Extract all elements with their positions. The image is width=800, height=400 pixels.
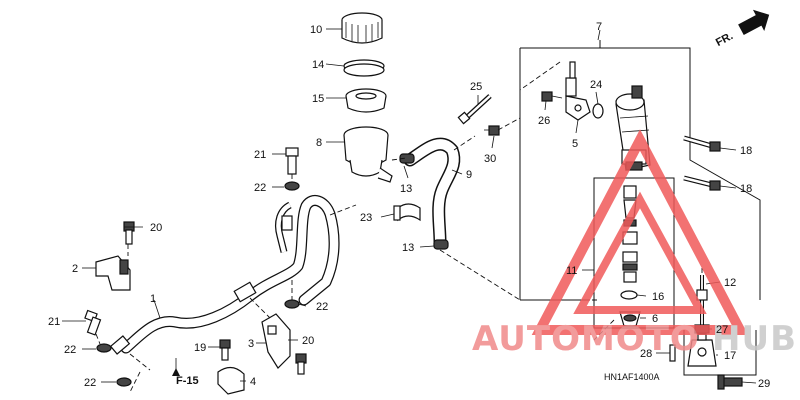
sealing-washers bbox=[96, 181, 300, 387]
callout-17: 17 bbox=[724, 350, 736, 362]
callout-27: 27 bbox=[716, 324, 728, 336]
callout-11: 11 bbox=[566, 265, 577, 277]
section-ref-arrow bbox=[172, 368, 180, 376]
callout-14: 14 bbox=[312, 59, 324, 71]
callout-2: 2 bbox=[72, 263, 78, 275]
reservoir-cap bbox=[341, 12, 383, 44]
section-reference: F-15 bbox=[172, 358, 199, 387]
callout-22-lower-a: 22 bbox=[64, 344, 76, 356]
callout-29: 29 bbox=[758, 378, 770, 390]
mounting-bolt-upper bbox=[683, 135, 721, 152]
callout-3: 3 bbox=[248, 338, 254, 350]
bolt-20-lower bbox=[295, 353, 307, 375]
mounting-bolt-lower bbox=[683, 175, 721, 191]
hose-clamp-small bbox=[217, 366, 245, 395]
diaphragm bbox=[345, 88, 387, 113]
callout-7: 7 bbox=[596, 21, 602, 33]
section-ref-label: F-15 bbox=[176, 375, 199, 387]
push-rod bbox=[696, 275, 708, 330]
watermark-text-hub: HUB bbox=[712, 319, 797, 359]
reservoir-tank bbox=[343, 126, 393, 183]
watermark-logo: AUTOMOTO HUB bbox=[472, 129, 797, 359]
hose-guide-upper bbox=[95, 255, 131, 291]
bolt-20-upper bbox=[123, 221, 135, 245]
callout-5: 5 bbox=[572, 138, 578, 150]
watermark-triangle-inner bbox=[573, 191, 707, 314]
callout-24: 24 bbox=[590, 79, 602, 91]
diagram-code: HN1AF1400A bbox=[604, 372, 660, 382]
watermark-triangle-outer bbox=[531, 129, 749, 335]
callout-22-upper: 22 bbox=[254, 182, 266, 194]
callout-19: 19 bbox=[194, 342, 206, 354]
callout-13-upper: 13 bbox=[400, 183, 412, 195]
bolt-19 bbox=[219, 339, 231, 361]
callout-1: 1 bbox=[150, 293, 156, 305]
callout-20-upper: 20 bbox=[150, 222, 162, 234]
callout-13-lower: 13 bbox=[402, 242, 414, 254]
callout-6: 6 bbox=[652, 313, 658, 325]
reservoir-hose bbox=[403, 137, 461, 249]
leader-lines bbox=[62, 28, 757, 384]
callout-22-lower-b: 22 bbox=[84, 377, 96, 389]
banjo-bolt-upper bbox=[285, 147, 299, 175]
push-rod-clevis bbox=[687, 333, 717, 367]
joint-oring bbox=[592, 103, 604, 119]
callout-15: 15 bbox=[312, 93, 324, 105]
callout-8: 8 bbox=[316, 137, 322, 149]
callout-22-mid: 22 bbox=[316, 301, 328, 313]
joint-screw bbox=[541, 91, 563, 102]
callout-25: 25 bbox=[470, 81, 482, 93]
callout-21-lower: 21 bbox=[48, 316, 60, 328]
callout-18-upper: 18 bbox=[740, 145, 752, 157]
callout-26: 26 bbox=[538, 115, 550, 127]
hose-guide-lower bbox=[261, 313, 291, 369]
hose-clip-lower bbox=[433, 239, 449, 250]
reservoir-screw bbox=[484, 125, 500, 136]
push-rod-boot bbox=[619, 311, 641, 327]
callout-16: 16 bbox=[652, 291, 664, 303]
front-direction-arrow: FR. bbox=[714, 9, 770, 49]
callout-20-lower: 20 bbox=[302, 335, 314, 347]
banjo-bolt-lower bbox=[84, 309, 102, 336]
hose-joint bbox=[565, 61, 591, 121]
brake-hose bbox=[109, 195, 340, 355]
callout-4: 4 bbox=[250, 376, 256, 388]
diaphragm-plate bbox=[343, 59, 385, 77]
direction-label: FR. bbox=[714, 30, 735, 49]
callout-21-upper: 21 bbox=[254, 149, 266, 161]
callout-30: 30 bbox=[484, 153, 496, 165]
callout-10: 10 bbox=[310, 24, 322, 36]
joint-pin bbox=[717, 374, 743, 390]
watermark-text-main: AUTOMOTO bbox=[472, 319, 700, 359]
callout-9: 9 bbox=[466, 169, 472, 181]
callout-28: 28 bbox=[640, 348, 652, 360]
callout-18-lower: 18 bbox=[740, 183, 752, 195]
callout-numbers: 10 14 15 8 21 22 20 2 1 21 22 22 19 4 3 … bbox=[48, 21, 770, 390]
callout-12: 12 bbox=[724, 277, 736, 289]
circlip bbox=[620, 290, 638, 300]
hose-clamp bbox=[393, 203, 421, 222]
callout-23: 23 bbox=[360, 212, 372, 224]
reservoir-bolt bbox=[457, 94, 492, 125]
